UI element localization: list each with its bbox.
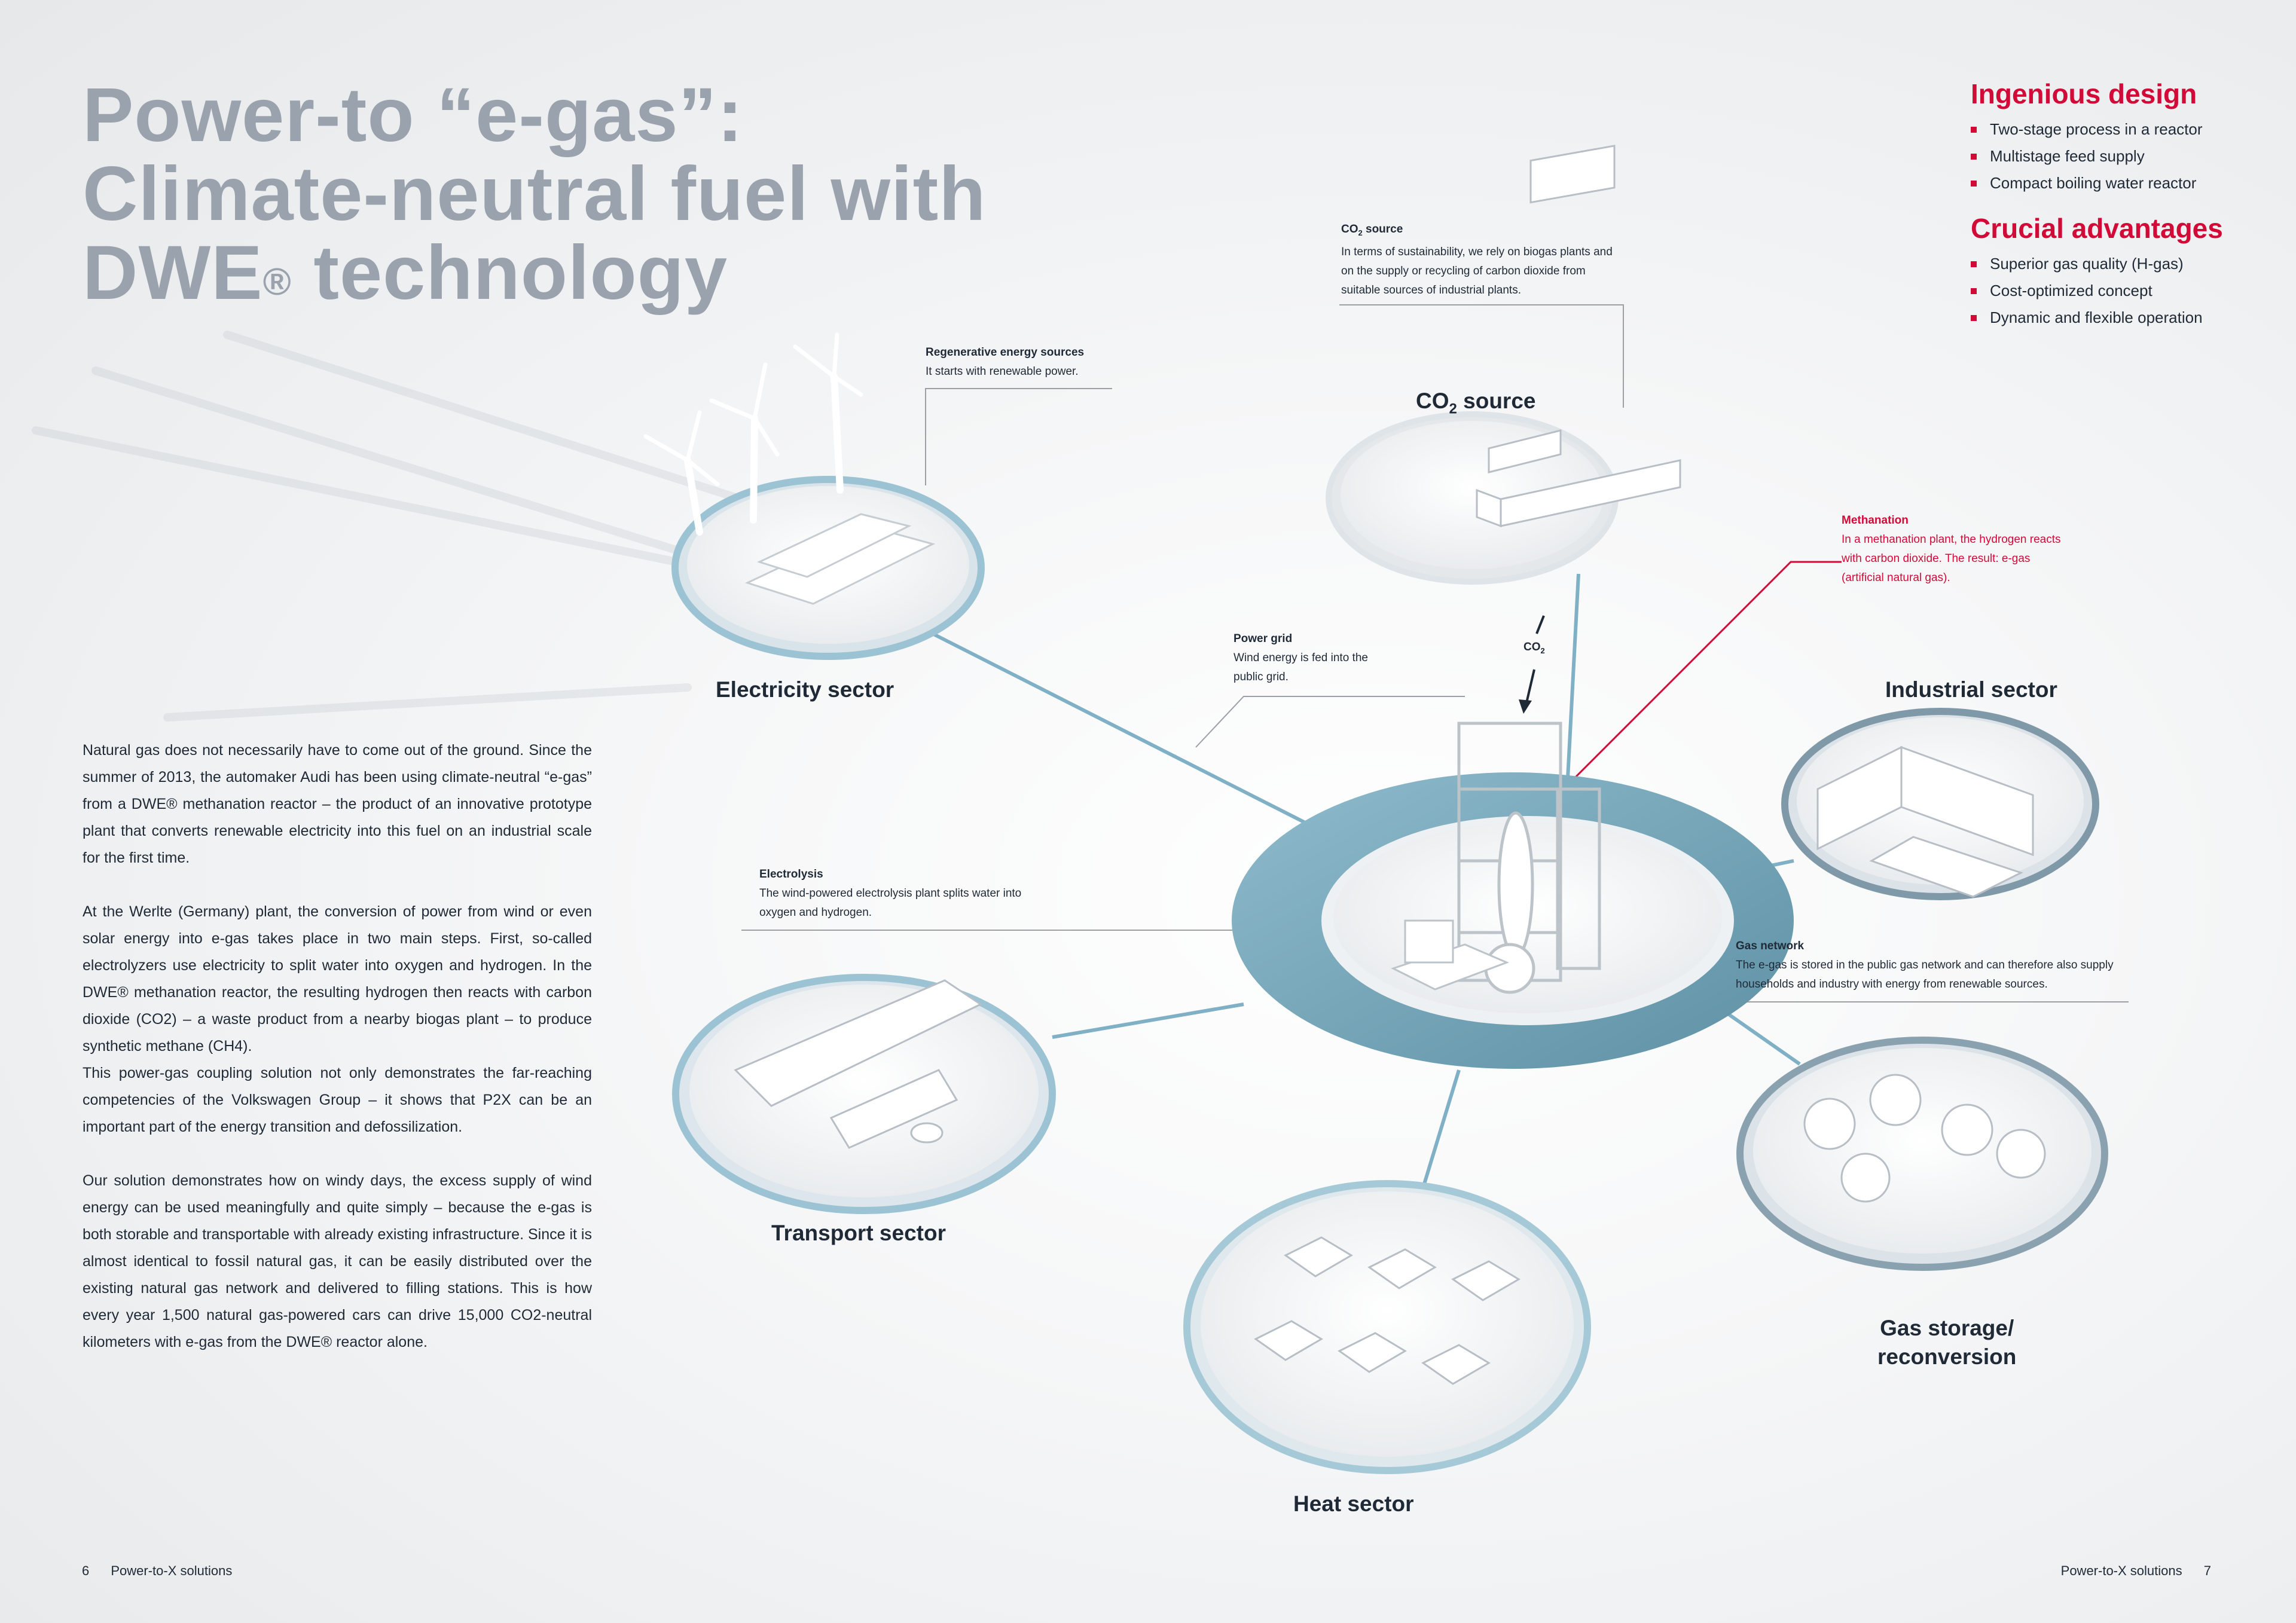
list-item: Dynamic and flexible operation [1971, 304, 2203, 331]
methanation-tower [1457, 722, 1601, 994]
gas-storage-label: Gas storage/ reconversion [1877, 1316, 2017, 1369]
ingenious-design-heading: Ingenious design [1971, 78, 2197, 109]
regenerative-energy-note: Regenerative energy sources It starts wi… [926, 343, 1117, 381]
body-paragraph-4: Our solution demonstrates how on windy d… [83, 1172, 592, 1350]
industrial-sector-label: Industrial sector [1885, 677, 2057, 702]
note-text: It starts with renewable power. [926, 365, 1079, 378]
gas-tanks [1803, 1074, 2046, 1203]
solar-panels [744, 513, 936, 605]
co2-source-disc [1326, 145, 1681, 585]
industrial-buildings [1816, 745, 2034, 898]
bullet-square-icon [1971, 261, 1977, 267]
crucial-advantages-list: Superior gas quality (H-gas) Cost-optimi… [1971, 250, 2203, 331]
heat-sector-disc [1183, 1180, 1591, 1474]
body-paragraph-1: Natural gas does not necessarily have to… [83, 742, 592, 866]
list-item: Two-stage process in a reactor [1971, 116, 2203, 143]
crucial-advantages-heading: Crucial advantages [1971, 213, 2223, 244]
note-title: Methanation [1842, 514, 1909, 527]
industrial-sector-disc [1781, 708, 2099, 900]
note-title: CO2 source [1341, 223, 1403, 237]
wind-turbines [643, 332, 863, 536]
wind-turbine-shadows [32, 331, 829, 722]
registered-mark: ® [262, 260, 292, 303]
methanation-note: Methanation In a methanation plant, the … [1842, 511, 2069, 588]
ingenious-design-list: Two-stage process in a reactor Multistag… [1971, 116, 2203, 197]
electrolysis-equipment [1391, 919, 1510, 991]
methanation-hub [1232, 722, 1794, 1069]
page-number-left: 6 [82, 1563, 90, 1578]
ship-and-trucks [734, 979, 983, 1149]
co2-arrow [1519, 615, 1545, 714]
transport-sector-label: Transport sector [771, 1221, 946, 1245]
list-item: Compact boiling water reactor [1971, 170, 2203, 197]
page-title-line-1: Power-to “e-gas”: [83, 72, 744, 158]
electricity-sector-disc [643, 332, 985, 660]
body-paragraph-3: This power-gas coupling solution not onl… [83, 1065, 592, 1135]
bullet-square-icon [1971, 288, 1977, 294]
page-number-right: 7 [2203, 1563, 2211, 1578]
note-text: In terms of sustainability, we rely on b… [1341, 245, 1613, 297]
footer-right: Power-to-X solutions 7 [2061, 1563, 2211, 1579]
electricity-sector-label: Electricity sector [716, 677, 894, 702]
bullet-square-icon [1971, 315, 1977, 321]
note-text: In a methanation plant, the hydrogen rea… [1842, 533, 2061, 584]
body-paragraph-2: At the Werlte (Germany) plant, the conve… [83, 903, 592, 1055]
page-title-dwe: DWE [83, 230, 263, 316]
transport-sector-disc [672, 974, 1056, 1214]
co2-arrow-label: CO2 [1523, 641, 1545, 655]
gas-storage-disc [1736, 1037, 2108, 1271]
power-grid-note: Power grid Wind energy is fed into the p… [1234, 629, 1395, 687]
bullet-square-icon [1971, 154, 1977, 160]
note-text: The wind-powered electrolysis plant spli… [759, 887, 1022, 919]
gas-network-note: Gas network The e-gas is stored in the p… [1736, 937, 2136, 994]
footer-left-text: Power-to-X solutions [111, 1563, 233, 1578]
page-title-line-2: Climate-neutral fuel with [83, 151, 987, 237]
note-title: Electrolysis [759, 868, 823, 881]
list-item: Cost-optimized concept [1971, 277, 2203, 304]
list-item: Superior gas quality (H-gas) [1971, 250, 2203, 277]
bullet-square-icon [1971, 127, 1977, 133]
heat-sector-label: Heat sector [1293, 1491, 1414, 1516]
co2-source-label: CO2 source [1416, 389, 1536, 417]
footer-left: 6 Power-to-X solutions [82, 1563, 232, 1579]
page-title-line-3: DWE® technology [83, 228, 728, 318]
note-title: Power grid [1234, 632, 1293, 645]
co2-source-note: CO2 source In terms of sustainability, w… [1341, 220, 1622, 300]
biogas-plant [1476, 145, 1681, 528]
note-text: Wind energy is fed into the public grid. [1234, 652, 1368, 683]
methanation-leader-line [1521, 561, 1842, 832]
note-text: The e-gas is stored in the public gas ne… [1736, 959, 2114, 991]
body-text: Natural gas does not necessarily have to… [83, 737, 592, 1356]
note-title: Regenerative energy sources [926, 346, 1085, 359]
electrolysis-note: Electrolysis The wind-powered electrolys… [759, 865, 1034, 922]
note-title: Gas network [1736, 940, 1805, 952]
page-title-technology: technology [291, 230, 728, 316]
bullet-square-icon [1971, 181, 1977, 187]
list-item: Multistage feed supply [1971, 143, 2203, 170]
footer-right-text: Power-to-X solutions [2060, 1563, 2182, 1578]
houses [1254, 1236, 1521, 1385]
